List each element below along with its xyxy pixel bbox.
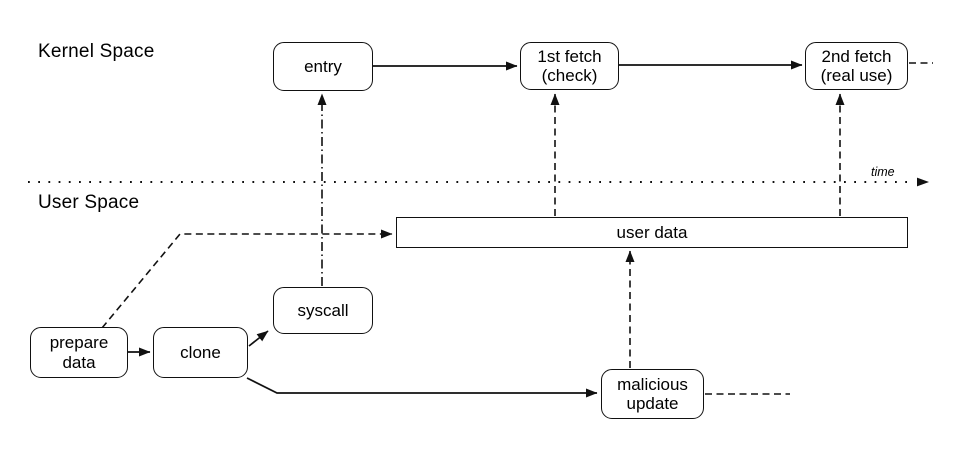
node-syscall-label: syscall	[297, 300, 349, 320]
node-first-fetch-line1: 1st fetch	[537, 46, 602, 66]
node-second-fetch-line2: (real use)	[820, 66, 893, 85]
time-axis-label: time	[871, 165, 895, 179]
node-entry-label: entry	[304, 56, 342, 76]
node-entry: entry	[273, 42, 373, 91]
node-second-fetch: 2nd fetch (real use)	[805, 42, 908, 90]
node-prepare-data: prepare data	[30, 327, 128, 378]
user-space-label: User Space	[38, 192, 140, 213]
node-prepare-data-line1: prepare	[49, 333, 109, 353]
node-first-fetch-line2: (check)	[541, 66, 598, 85]
node-prepare-data-line2: data	[62, 352, 96, 372]
node-clone-label: clone	[180, 342, 221, 362]
edge-prepare-data-to-user-data	[101, 229, 393, 329]
edge-clone-to-syscall	[248, 330, 269, 347]
time-axis-arrowhead-icon	[917, 177, 929, 187]
node-user-data: user data	[396, 217, 908, 248]
node-malicious-update-line2: update	[626, 394, 679, 413]
node-syscall: syscall	[273, 287, 373, 334]
node-malicious-update: malicious update	[601, 369, 704, 419]
node-first-fetch: 1st fetch (check)	[520, 42, 619, 90]
kernel-space-label: Kernel Space	[38, 41, 155, 62]
node-malicious-update-line1: malicious	[617, 374, 688, 394]
edge-clone-to-malicious-update	[246, 377, 598, 398]
node-second-fetch-line1: 2nd fetch	[821, 46, 892, 66]
node-clone: clone	[153, 327, 248, 378]
node-user-data-label: user data	[616, 222, 688, 242]
